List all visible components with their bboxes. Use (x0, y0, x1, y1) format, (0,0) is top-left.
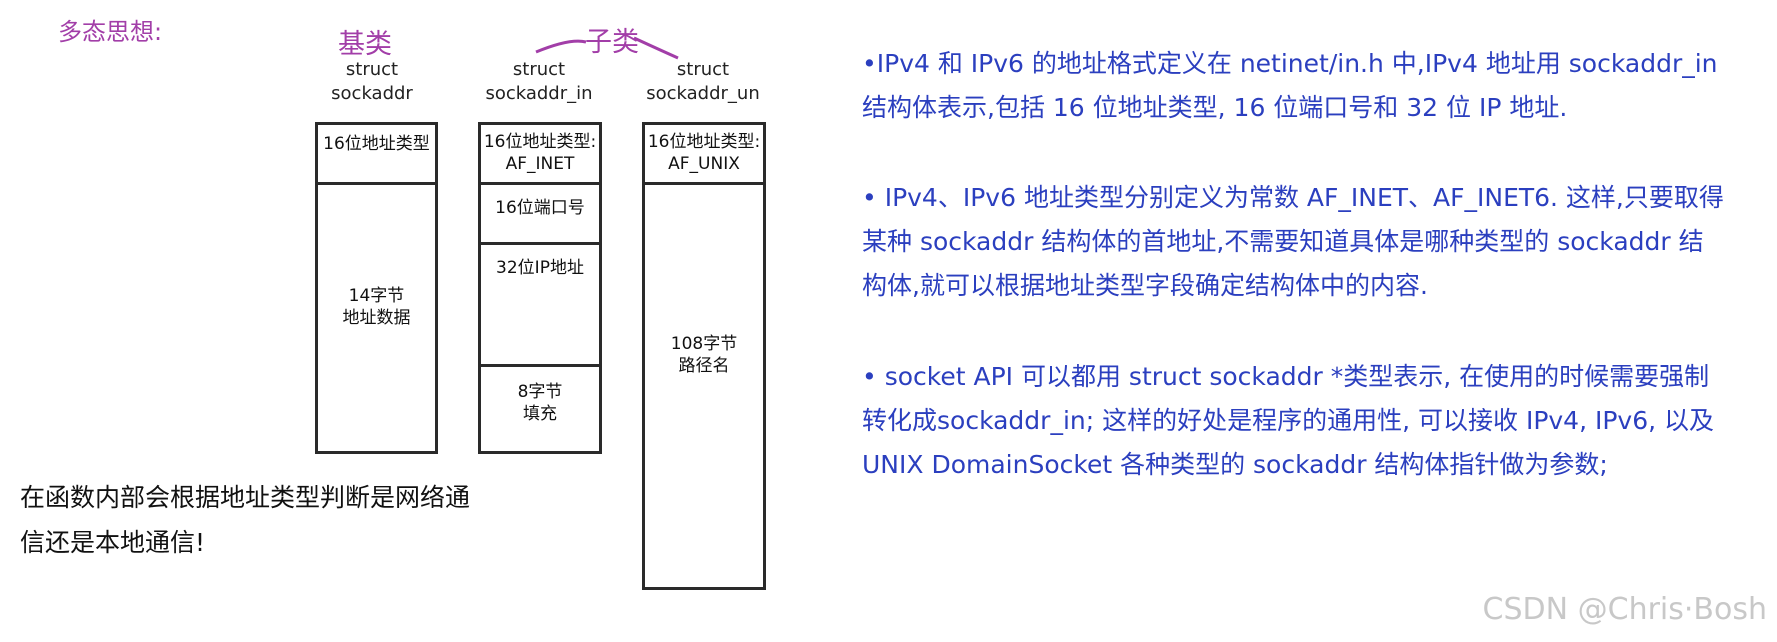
note-text: 在函数内部会根据地址类型判断是网络通 信还是本地通信! (20, 483, 471, 557)
struct-sockaddr-name: struct sockaddr (331, 59, 413, 104)
watermark: CSDN @Chris·Bosh (1482, 592, 1767, 627)
struct-sockaddr-in-box: 16位地址类型: AF_INET 16位端口号 32位IP地址 8字节 填充 (478, 122, 602, 454)
sockaddr-in-port-cell: 16位端口号 (481, 185, 599, 245)
sockaddr-un-family-cell: 16位地址类型: AF_UNIX (645, 125, 763, 185)
struct-sockaddr-in-name: struct sockaddr_in (485, 59, 593, 104)
bullet-address-family: • IPv4、IPv6 地址类型分别定义为常数 AF_INET、AF_INET6… (862, 183, 1724, 300)
sockaddr-in-padding-cell: 8字节 填充 (517, 382, 563, 424)
sockaddr-un-path-cell: 108字节 路径名 (670, 334, 738, 376)
base-class-label: 基类 (338, 29, 392, 60)
diagram-title: 多态思想: (58, 18, 163, 46)
struct-sockaddr-box: 16位地址类型 14字节 地址数据 (315, 122, 438, 454)
child-class-brace (535, 36, 679, 60)
bullet-socket-api: • socket API 可以都用 struct sockaddr *类型表示,… (862, 362, 1715, 479)
sockaddr-in-ip-cell: 32位IP地址 (481, 245, 599, 367)
sockaddr-family-cell: 16位地址类型 (318, 125, 435, 185)
child-class-label: 子类 (585, 27, 639, 58)
sockaddr-data-cell: 14字节 地址数据 (342, 286, 411, 328)
bullet-ipv4-format: •IPv4 和 IPv6 的地址格式定义在 netinet/in.h 中,IPv… (862, 49, 1718, 122)
struct-sockaddr-un-name: struct sockaddr_un (646, 59, 760, 104)
sockaddr-in-family-cell: 16位地址类型: AF_INET (481, 125, 599, 185)
struct-sockaddr-un-box: 16位地址类型: AF_UNIX 108字节 路径名 (642, 122, 766, 590)
